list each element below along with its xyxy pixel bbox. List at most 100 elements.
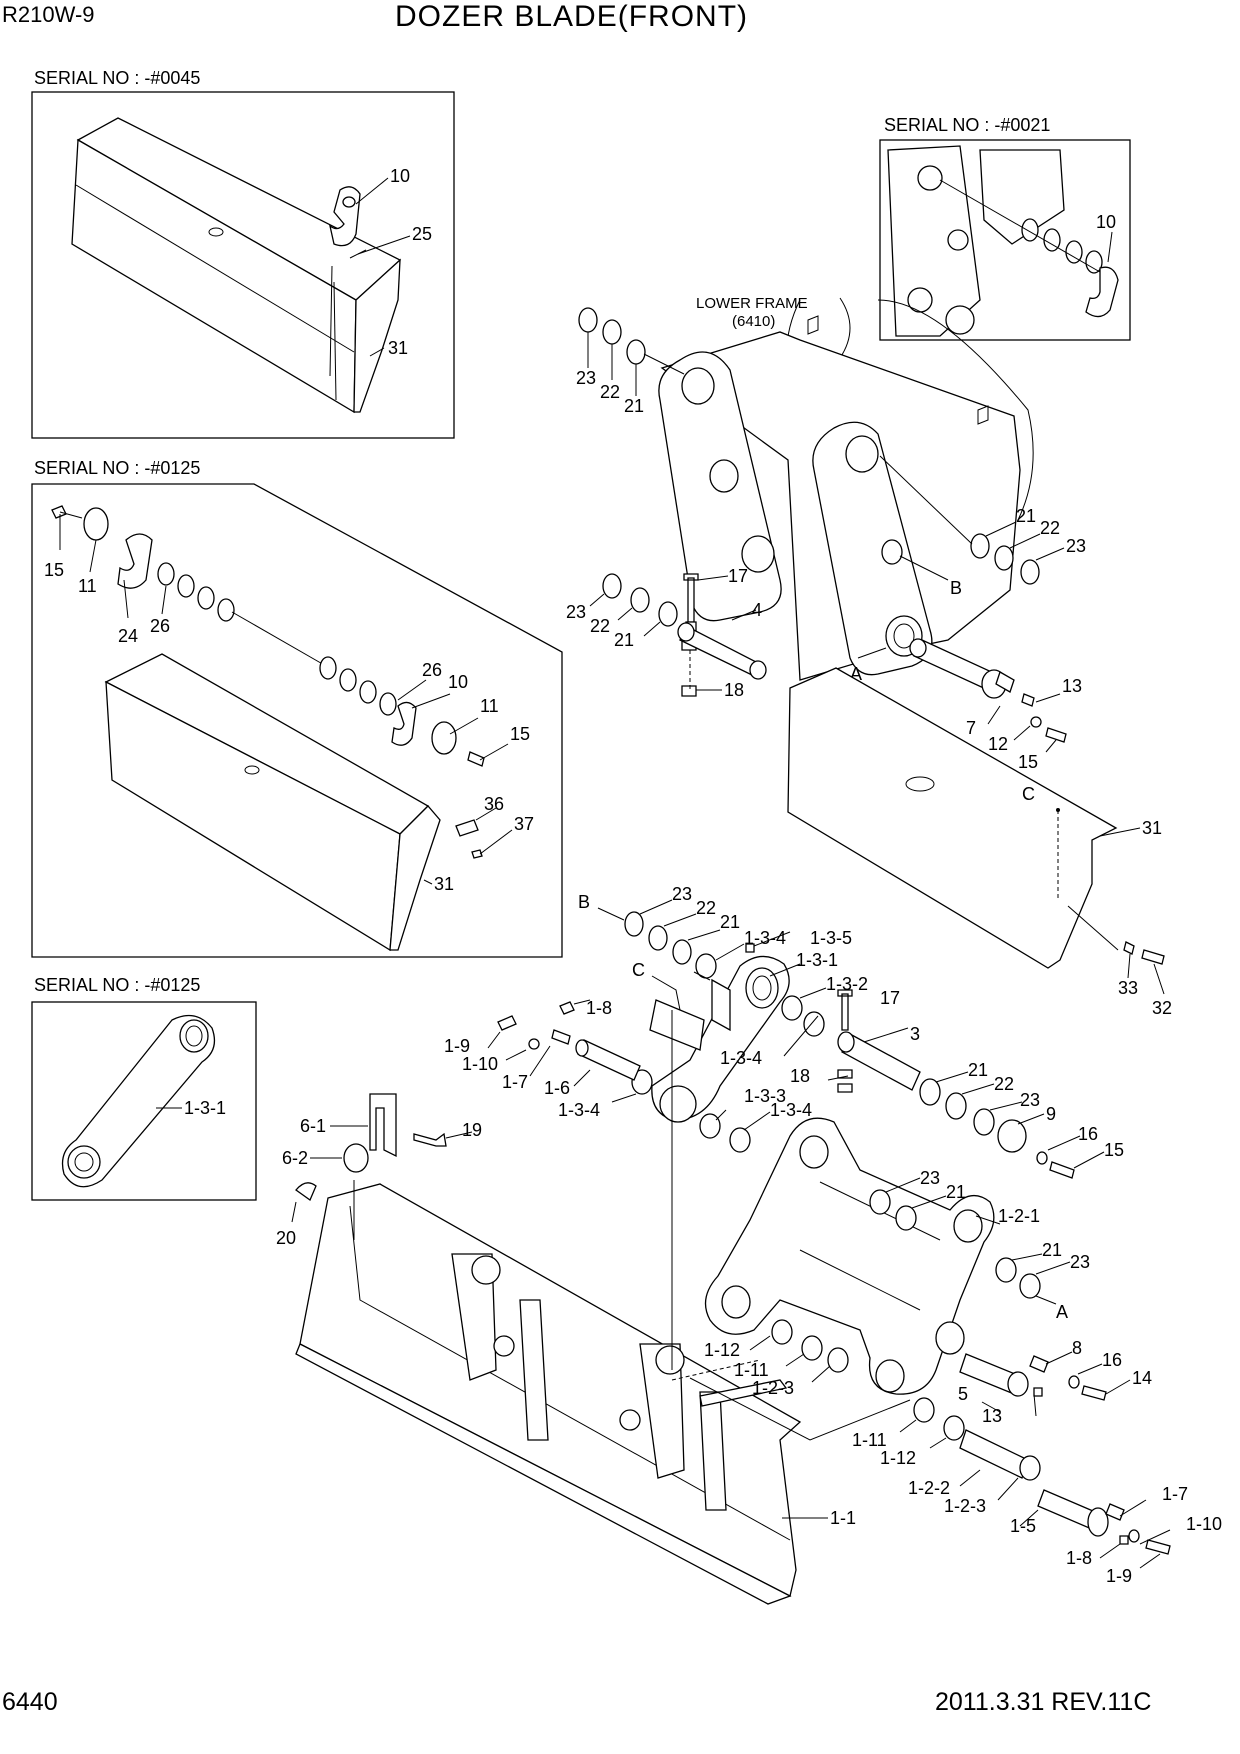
callout: 1-1 [830, 1508, 856, 1528]
callout: 1-8 [1066, 1548, 1092, 1568]
callout: 21 [720, 912, 740, 932]
callout: 21 [624, 396, 644, 416]
callout: 22 [1040, 518, 1060, 538]
callout: 18 [790, 1066, 810, 1086]
callout: 16 [1078, 1124, 1098, 1144]
callout: 22 [600, 382, 620, 402]
callout: 1-2-3 [944, 1496, 986, 1516]
callout: 3 [910, 1024, 920, 1044]
callout: 1-5 [1010, 1516, 1036, 1536]
callout: 21 [1042, 1240, 1062, 1260]
link-arm [611, 931, 921, 1153]
callout: 32 [1152, 998, 1172, 1018]
model-number: R210W-9 [2, 2, 95, 27]
callout: 6-1 [300, 1116, 326, 1136]
callout: 23 [672, 884, 692, 904]
callout: 13 [982, 1406, 1002, 1426]
callout: A [1056, 1302, 1068, 1322]
callout-10: 10 [448, 672, 468, 692]
pin-assembly [589, 573, 767, 697]
washer-set [597, 899, 721, 965]
washer-set [919, 1071, 1105, 1179]
callout-1-3-1: 1-3-1 [184, 1098, 226, 1118]
callout-11: 11 [78, 576, 97, 596]
callout-15: 15 [44, 560, 64, 580]
callout: B [950, 578, 962, 598]
callout: 23 [1066, 536, 1086, 556]
callout-31: 31 [434, 874, 454, 894]
callout: 1-3-2 [826, 974, 868, 994]
callout-11: 11 [480, 696, 499, 716]
dozer-blade [295, 1010, 828, 1605]
callout-25: 25 [412, 224, 432, 244]
inset-panel-2: 10 [879, 139, 1131, 341]
callout: 12 [988, 734, 1008, 754]
callout-15: 15 [510, 724, 530, 744]
callout: 1-3-4 [720, 1048, 762, 1068]
callout: 21 [1016, 506, 1036, 526]
callout: 1-7 [1162, 1484, 1188, 1504]
callout-10: 10 [1096, 212, 1116, 232]
callout-10: 10 [390, 166, 410, 186]
callout: 15 [1104, 1140, 1124, 1160]
inset-panel-3: 15 11 24 26 26 10 11 15 36 37 31 [31, 483, 563, 958]
callout: 1-2-2 [908, 1478, 950, 1498]
callout: 1-11 [734, 1360, 769, 1380]
blade-lock-parts [291, 1093, 473, 1223]
callout: 19 [462, 1120, 482, 1140]
revision-date: 2011.3.31 REV.11C [935, 1688, 1152, 1716]
pin-small-parts [487, 999, 641, 1087]
callout: B [578, 892, 590, 912]
washer-set [578, 307, 685, 396]
callout: 1-9 [1106, 1566, 1132, 1586]
callout: 18 [724, 680, 744, 700]
callout: 1-10 [1186, 1514, 1222, 1534]
callout: 1-2-1 [998, 1206, 1040, 1226]
callout: 1-3-4 [770, 1100, 812, 1120]
callout: 33 [1118, 978, 1138, 998]
callout: 1-6 [544, 1078, 570, 1098]
callout: 4 [752, 600, 762, 620]
inset-serial-label: SERIAL NO : -#0021 [884, 115, 1051, 135]
callout: 1-3-3 [744, 1086, 786, 1106]
callout: 21 [946, 1182, 966, 1202]
callout: 23 [920, 1168, 940, 1188]
callout: 1-9 [444, 1036, 470, 1056]
callout: C [1022, 784, 1035, 804]
lower-frame-bracket [658, 297, 1034, 681]
callout: 1-3-1 [796, 950, 838, 970]
callout: 8 [1072, 1338, 1082, 1358]
callout: 1-12 [704, 1340, 740, 1360]
callout: 13 [1062, 676, 1082, 696]
callout: C [632, 960, 645, 980]
callout-37: 37 [514, 814, 534, 834]
inset-serial-label: SERIAL NO : -#0125 [34, 458, 201, 478]
page-number: 6440 [2, 1688, 58, 1716]
callout: 1-12 [880, 1448, 916, 1468]
callout-31: 31 [388, 338, 408, 358]
callout-24: 24 [118, 626, 138, 646]
callout: 1-2-3 [752, 1378, 794, 1398]
callout: 5 [958, 1384, 968, 1404]
callout: 23 [1070, 1252, 1090, 1272]
callout: 22 [590, 616, 610, 636]
h-frame [689, 1117, 1171, 1569]
dozer-frame-plate [787, 667, 1165, 995]
callout: 22 [994, 1074, 1014, 1094]
callout: 22 [696, 898, 716, 918]
callout: 1-10 [462, 1054, 498, 1074]
callout-26: 26 [150, 616, 170, 636]
callout-26: 26 [422, 660, 442, 680]
inset-panel-1: 10 25 31 [31, 91, 455, 439]
inset-panel-4: 1-3-1 [31, 1001, 257, 1201]
callout: 1-3-5 [810, 928, 852, 948]
callout: 21 [968, 1060, 988, 1080]
callout: 16 [1102, 1350, 1122, 1370]
callout: 31 [1142, 818, 1162, 838]
callout: 23 [576, 368, 596, 388]
inset-serial-label: SERIAL NO : -#0125 [34, 975, 201, 995]
callout-36: 36 [484, 794, 504, 814]
callout: 1-3-4 [744, 928, 786, 948]
callout: 23 [1020, 1090, 1040, 1110]
